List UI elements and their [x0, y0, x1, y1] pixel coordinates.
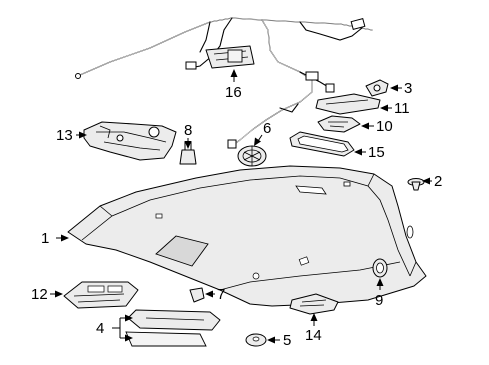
callout-7: 7	[217, 286, 225, 303]
leader-16	[230, 69, 238, 82]
part-11-pad	[315, 93, 381, 115]
part-15-frame	[289, 131, 355, 157]
part-12-console	[63, 281, 139, 309]
leader-13	[76, 131, 87, 139]
wiring-harness	[75, 17, 373, 149]
callout-14: 14	[305, 327, 322, 344]
callout-12: 12	[31, 286, 48, 303]
leader-1	[56, 234, 69, 242]
callout-5: 5	[283, 332, 291, 349]
callout-16: 16	[225, 84, 242, 101]
part-13-bracket	[83, 121, 177, 161]
leader-6	[254, 134, 263, 146]
callout-2: 2	[434, 173, 442, 190]
part-14-lamp	[289, 293, 339, 315]
callout-13: 13	[56, 127, 73, 144]
leader-10	[361, 122, 374, 130]
leader-8	[184, 138, 192, 149]
callout-10: 10	[376, 118, 393, 135]
leader-2	[422, 177, 432, 185]
part-7-clip	[189, 287, 205, 303]
callout-11: 11	[394, 100, 410, 117]
part-3-clip	[365, 79, 389, 97]
callout-9: 9	[375, 292, 383, 309]
leader-12	[50, 290, 63, 298]
part-4-sunvisor	[125, 309, 221, 347]
callout-4: 4	[96, 320, 104, 337]
leader-14	[310, 313, 318, 326]
part-9-hook	[372, 258, 388, 278]
leader-4	[112, 314, 133, 342]
part-1-headliner	[67, 165, 427, 307]
leader-11	[380, 104, 392, 112]
leader-15	[354, 148, 366, 156]
leader-3	[390, 84, 402, 92]
callout-8: 8	[184, 122, 192, 139]
callout-3: 3	[404, 80, 412, 97]
callout-1: 1	[41, 230, 49, 247]
part-6-speaker	[237, 145, 267, 167]
part-2-pin	[407, 178, 425, 191]
leader-9	[376, 278, 384, 290]
callout-15: 15	[368, 144, 385, 161]
part-5-cap	[245, 333, 267, 347]
callout-6: 6	[263, 120, 271, 137]
leader-5	[267, 336, 280, 344]
leader-7	[205, 290, 215, 298]
part-10-bracket	[317, 115, 361, 133]
